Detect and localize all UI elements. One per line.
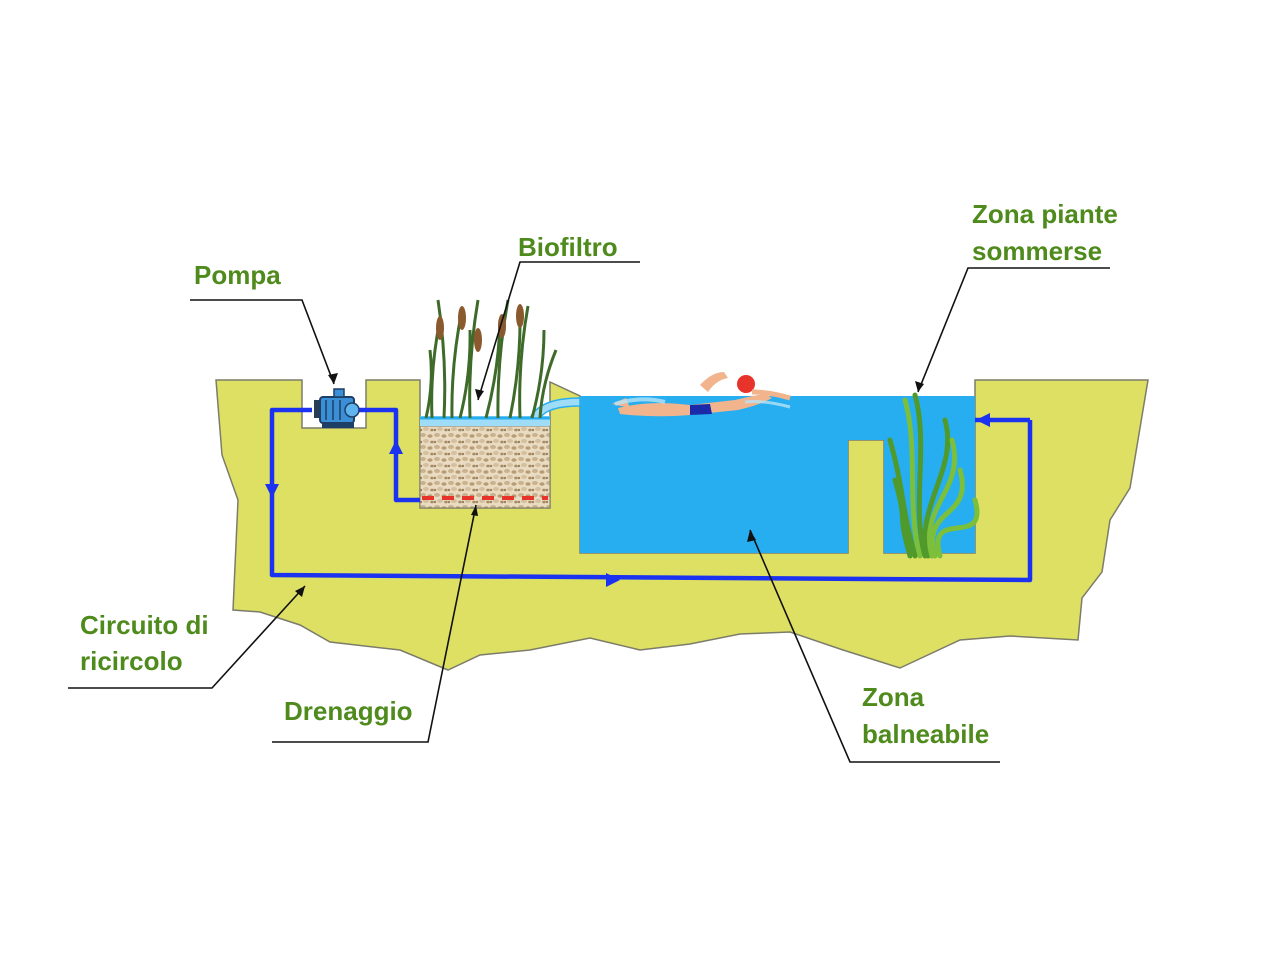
leader-submerged-plants bbox=[917, 267, 1110, 393]
cattail-head bbox=[458, 306, 466, 330]
plant-frond bbox=[922, 417, 951, 559]
leader-swimming-zone bbox=[749, 529, 1000, 763]
flow-arrow-left bbox=[976, 413, 990, 427]
cattail-head bbox=[474, 328, 482, 352]
flow-arrow-right bbox=[606, 573, 620, 587]
label-recirculation-line1: Circuito di bbox=[80, 610, 209, 640]
reed-stem bbox=[530, 329, 546, 419]
label-biofilter: Biofiltro bbox=[518, 232, 618, 262]
leader-pump bbox=[190, 299, 335, 385]
leader-biofilter bbox=[477, 261, 640, 401]
cattail-head bbox=[436, 316, 444, 340]
label-pump: Pompa bbox=[194, 260, 281, 290]
reed-stem bbox=[458, 329, 472, 419]
plant-frond bbox=[926, 437, 958, 559]
submerged-plants bbox=[887, 392, 980, 559]
pump-icon bbox=[314, 388, 360, 428]
label-drainage: Drenaggio bbox=[284, 696, 413, 726]
plant-frond bbox=[902, 397, 923, 559]
flow-arrow-up bbox=[389, 440, 403, 454]
reed-stem bbox=[424, 349, 433, 419]
recirculation-pipe bbox=[269, 407, 1033, 583]
flow-arrow-down bbox=[265, 484, 279, 498]
plant-frond bbox=[930, 467, 965, 559]
biofilter-gravel bbox=[419, 425, 551, 509]
plant-frond bbox=[912, 392, 928, 559]
reed-stem bbox=[496, 299, 510, 419]
reed-stem bbox=[436, 299, 447, 419]
biofilter-water-layer bbox=[420, 416, 550, 426]
swimmer bbox=[612, 372, 791, 417]
label-submerged-plants-line1: Zona piante bbox=[972, 199, 1118, 229]
cattail-head bbox=[498, 314, 506, 338]
label-recirculation-line2: ricircolo bbox=[80, 646, 183, 676]
reed-stem bbox=[468, 299, 480, 419]
reed-stem bbox=[518, 305, 530, 419]
cattail-head bbox=[516, 304, 524, 328]
reed-stem bbox=[538, 349, 558, 419]
label-swimming-zone-line1: Zona bbox=[862, 682, 925, 712]
reeds-plants bbox=[424, 299, 558, 419]
plant-frond bbox=[887, 437, 918, 559]
label-submerged-plants-line2: sommerse bbox=[972, 236, 1102, 266]
leader-drainage bbox=[272, 504, 477, 743]
plant-frond bbox=[892, 477, 913, 559]
swimming-zone-water bbox=[580, 396, 975, 553]
plant-frond bbox=[935, 497, 980, 559]
label-swimming-zone-line2: balneabile bbox=[862, 719, 989, 749]
leader-recirculation bbox=[68, 585, 306, 689]
